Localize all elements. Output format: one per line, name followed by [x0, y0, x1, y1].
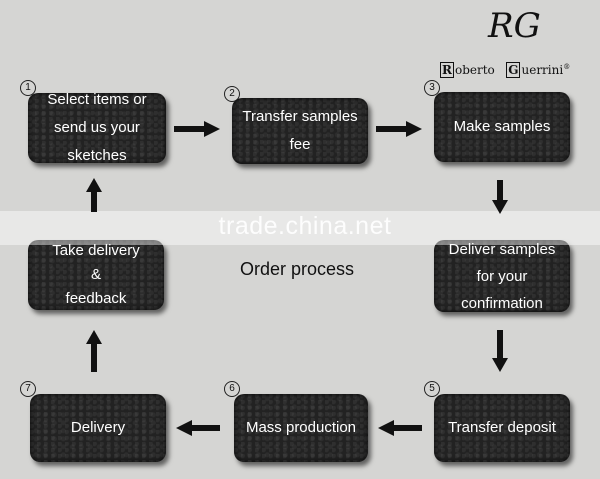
step-5-text: Transfer deposit [448, 419, 556, 436]
step-box-select-items: Select items or send us your sketches [28, 91, 166, 164]
step-box-deliver-samples: Deliver samples for your confirmation [434, 240, 570, 312]
step-box-take-delivery: Take delivery & feedback [28, 240, 164, 310]
step-8-text: Take delivery & feedback [52, 242, 140, 307]
brand-first-initial: R [440, 62, 454, 78]
logo-mark: RG [488, 6, 541, 46]
step-box-delivery: Delivery [30, 394, 166, 462]
arrow-up-7-to-8 [86, 330, 102, 372]
step-5-number: 5 [424, 381, 440, 397]
step-box-make-samples: Make samples [434, 92, 570, 162]
step-6-text: Mass production [245, 419, 357, 436]
step-2-number: 2 [224, 86, 240, 102]
step-1-number: 1 [20, 80, 36, 96]
arrow-down-3-to-4 [492, 180, 508, 214]
step-6-number: 6 [224, 381, 240, 397]
order-process-label: Order process [239, 259, 355, 279]
brand-first-rest: oberto [454, 63, 495, 77]
brand-last-rest: uerrini [521, 63, 564, 77]
arrow-right-1-to-2 [174, 121, 220, 137]
step-2-text: Transfer samples fee [242, 108, 358, 153]
arrow-left-6-to-7 [176, 420, 220, 436]
step-box-transfer-samples-fee: Transfer samples fee [232, 98, 368, 164]
trademark-symbol: ® [563, 63, 571, 71]
arrow-down-4-to-5 [492, 330, 508, 372]
arrow-up-8-to-1 [86, 178, 102, 212]
arrow-right-2-to-3 [376, 121, 422, 137]
watermark-text: trade.china.net [218, 212, 392, 240]
step-box-transfer-deposit: Transfer deposit [434, 394, 570, 462]
brand-last-initial: G [506, 62, 521, 78]
step-7-number: 7 [20, 381, 36, 397]
watermark-banner [0, 211, 600, 245]
step-3-number: 3 [424, 80, 440, 96]
step-3-text: Make samples [453, 118, 551, 135]
step-7-text: Delivery [70, 419, 126, 436]
step-4-text: Deliver samples for your confirmation [448, 240, 556, 312]
step-box-mass-production: Mass production [234, 394, 368, 462]
step-1-text: Select items or send us your sketches [47, 91, 147, 164]
arrow-left-5-to-6 [378, 420, 422, 436]
